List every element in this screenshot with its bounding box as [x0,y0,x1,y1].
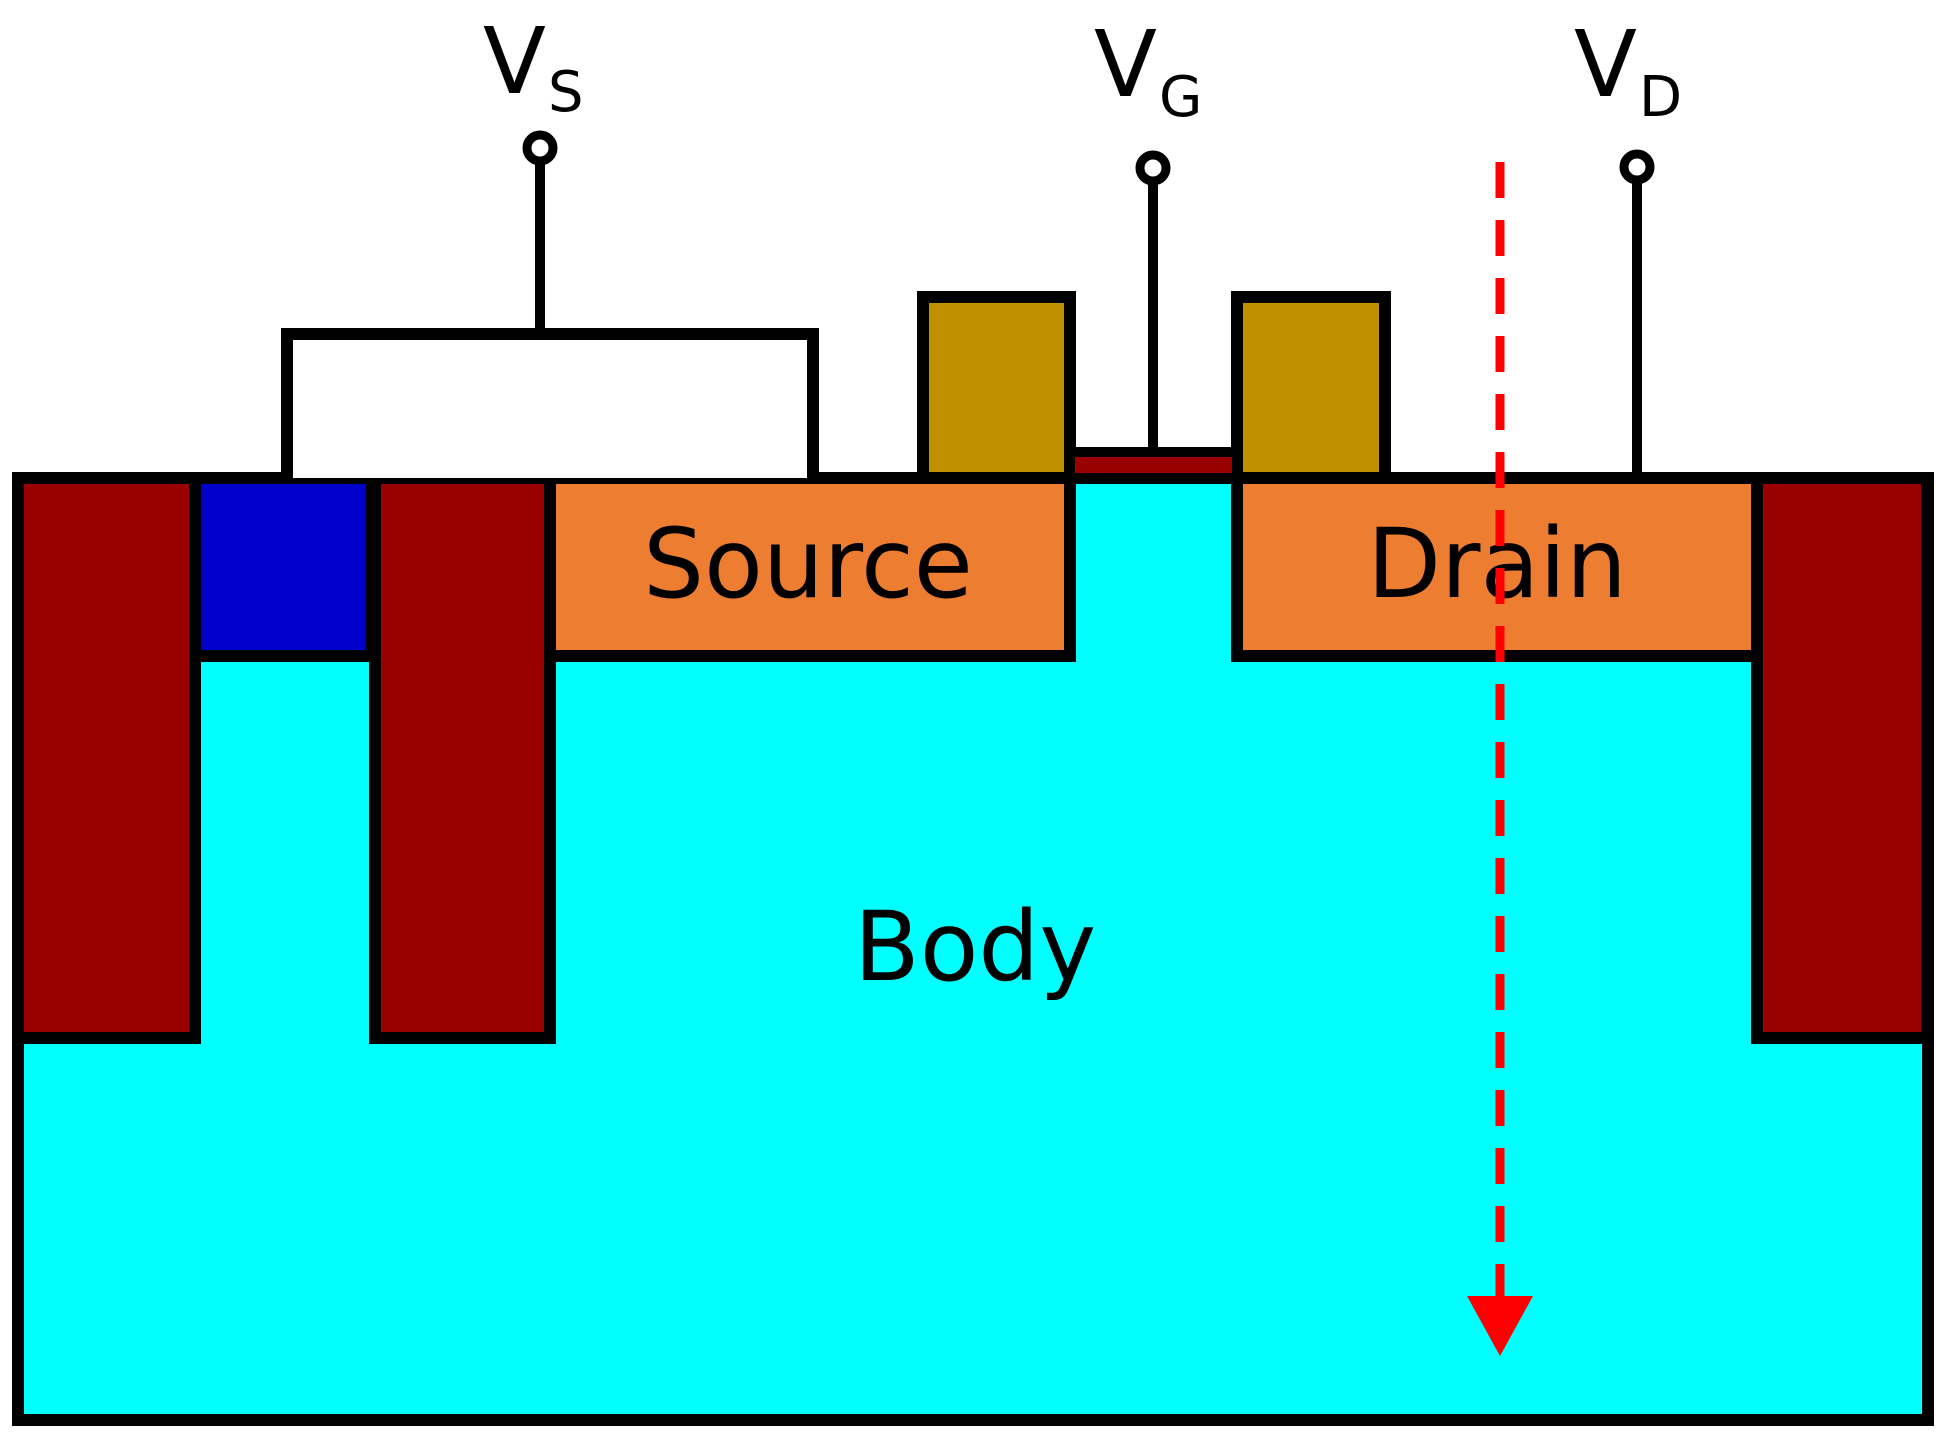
vd-label: VD [1574,11,1682,130]
source-contact-wire [281,328,819,478]
vg-terminal-icon [1135,150,1171,186]
current-arrowhead-icon [1467,1296,1533,1356]
vg-label: VG [1094,11,1202,130]
spacer-left [917,291,1076,484]
vd-terminal-icon [1619,149,1655,185]
vs-label: VS [483,8,583,125]
body-label: Body [854,891,1096,1003]
isolation-trench-left [12,472,201,1044]
isolation-trench-right [1751,472,1933,1044]
gate-electrode [1065,447,1242,483]
source-region [544,472,1076,662]
source-label: Source [643,508,973,620]
vs-terminal-icon [522,130,558,166]
spacer-right [1231,291,1391,484]
isolation-trench-middle [369,472,556,1044]
body-contact-region [189,472,378,662]
